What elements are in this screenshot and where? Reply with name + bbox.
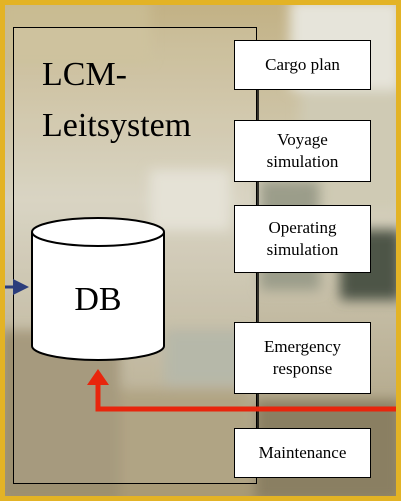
title-line-2: Leitsystem — [42, 107, 192, 144]
title-line-1: LCM- — [42, 56, 127, 93]
module-cargo-plan: Cargo plan — [234, 40, 371, 90]
database-cylinder-icon — [31, 217, 165, 361]
module-emergency-response: Emergency response — [234, 322, 371, 394]
module-maintenance: Maintenance — [234, 428, 371, 478]
module-voyage-simulation: Voyage simulation — [234, 120, 371, 182]
feedback-arrow-icon — [87, 369, 401, 412]
module-operating-simulation: Operating simulation — [234, 205, 371, 273]
input-arrow-icon — [0, 279, 29, 295]
database-label: DB — [74, 281, 122, 318]
